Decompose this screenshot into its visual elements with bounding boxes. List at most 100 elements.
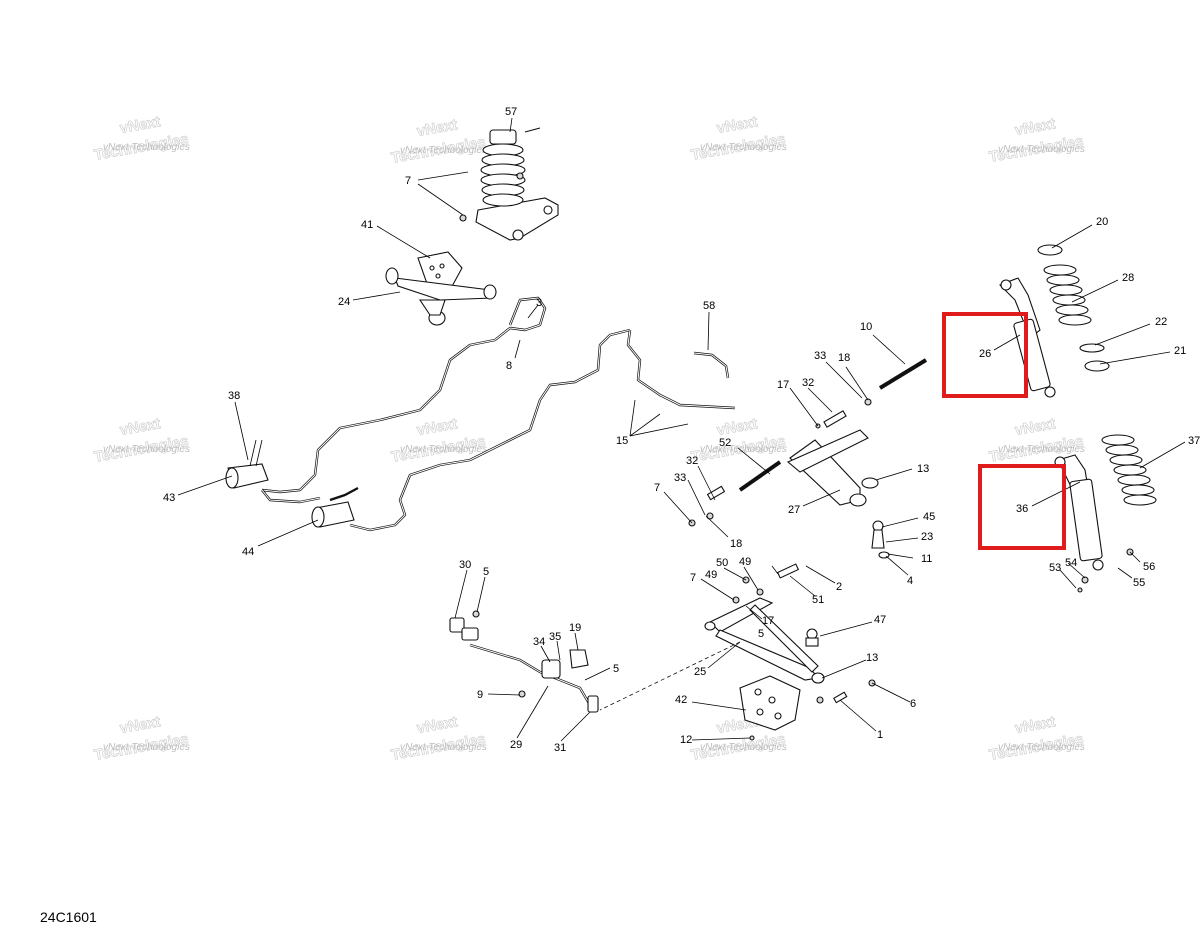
callout-5[interactable]: 5	[483, 566, 489, 578]
watermark-text: vNext Technologies	[400, 145, 487, 156]
callout-42[interactable]: 42	[675, 694, 687, 706]
callout-33[interactable]: 33	[674, 472, 686, 484]
watermark-word: vNext	[415, 713, 458, 737]
callout-47[interactable]: 47	[874, 614, 886, 626]
callout-32[interactable]: 32	[802, 377, 814, 389]
callout-10[interactable]: 10	[860, 321, 872, 333]
callout-1[interactable]: 1	[877, 729, 883, 741]
callout-44[interactable]: 44	[242, 546, 254, 558]
highlight-box-36	[978, 464, 1066, 550]
highlights	[942, 312, 1066, 550]
watermark-word: vNext	[1013, 713, 1056, 737]
callout-56[interactable]: 56	[1143, 561, 1155, 573]
callout-12[interactable]: 12	[680, 734, 692, 746]
highlight-box-26	[942, 312, 1028, 398]
callout-31[interactable]: 31	[554, 742, 566, 754]
calipers	[225, 439, 355, 528]
callout-19[interactable]: 19	[569, 622, 581, 634]
callout-3[interactable]: 3	[536, 297, 542, 309]
callout-49[interactable]: 49	[739, 556, 751, 568]
front-shock-assembly	[999, 244, 1110, 398]
callout-38[interactable]: 38	[228, 390, 240, 402]
rear-shock-assembly-2	[1054, 434, 1157, 593]
callout-45[interactable]: 45	[923, 511, 935, 523]
watermark: Technologies vNext vNext Technologies	[987, 115, 1085, 166]
callout-32[interactable]: 32	[686, 455, 698, 467]
diagram-code: 24C1601	[40, 909, 97, 925]
watermark-text: vNext Technologies	[103, 142, 190, 153]
leader-lines	[177, 117, 1186, 742]
callout-50[interactable]: 50	[716, 557, 728, 569]
watermark: Technologies vNext vNext Technologies	[92, 415, 190, 466]
callout-51[interactable]: 51	[812, 594, 824, 606]
callout-52[interactable]: 52	[719, 437, 731, 449]
callout-34[interactable]: 34	[533, 636, 545, 648]
callout-20[interactable]: 20	[1096, 216, 1108, 228]
callout-24[interactable]: 24	[338, 296, 350, 308]
callout-22[interactable]: 22	[1155, 316, 1167, 328]
callout-7[interactable]: 7	[405, 175, 411, 187]
callout-5[interactable]: 5	[613, 663, 619, 675]
callout-13[interactable]: 13	[866, 652, 878, 664]
callout-57[interactable]: 57	[505, 106, 517, 118]
watermark-text: vNext Technologies	[103, 444, 190, 455]
watermark: Technologies vNext vNext Technologies	[92, 713, 190, 764]
watermark-word: vNext	[118, 713, 161, 737]
callout-2[interactable]: 2	[836, 581, 842, 593]
watermark: Technologies vNext vNext Technologies	[389, 713, 487, 764]
watermark-text: vNext Technologies	[400, 742, 487, 753]
callout-26[interactable]: 26	[979, 348, 991, 360]
upper-a-arm-assembly	[688, 358, 928, 559]
callout-5[interactable]: 5	[758, 628, 764, 640]
watermark-text: vNext Technologies	[103, 742, 190, 753]
watermark-word: vNext	[415, 116, 458, 140]
callout-55[interactable]: 55	[1133, 577, 1145, 589]
watermark: Technologies vNext vNext Technologies	[389, 116, 487, 167]
watermark-word: vNext	[715, 113, 758, 137]
watermark-text: vNext Technologies	[998, 742, 1085, 753]
callout-36[interactable]: 36	[1016, 503, 1028, 515]
callout-35[interactable]: 35	[549, 631, 561, 643]
watermark: Technologies vNext vNext Technologies	[689, 113, 787, 164]
callout-9[interactable]: 9	[477, 689, 483, 701]
callout-23[interactable]: 23	[921, 531, 933, 543]
callout-28[interactable]: 28	[1122, 272, 1134, 284]
callout-7[interactable]: 7	[690, 572, 696, 584]
callout-33[interactable]: 33	[814, 350, 826, 362]
callout-11[interactable]: 11	[921, 553, 932, 565]
callout-4[interactable]: 4	[907, 575, 913, 587]
callout-17[interactable]: 17	[777, 379, 789, 391]
callout-21[interactable]: 21	[1174, 345, 1186, 357]
callout-49[interactable]: 49	[705, 569, 717, 581]
callout-17[interactable]: 17	[762, 615, 774, 627]
watermark: Technologies vNext vNext Technologies	[92, 113, 190, 164]
bracket-assembly	[385, 251, 497, 326]
callout-30[interactable]: 30	[459, 559, 471, 571]
mounting-bracket	[739, 675, 801, 741]
callout-43[interactable]: 43	[163, 492, 175, 504]
watermark-word: vNext	[1013, 115, 1056, 139]
watermarks: Technologies vNext vNext Technologies Te…	[92, 113, 1085, 764]
callout-37[interactable]: 37	[1188, 435, 1200, 447]
callout-29[interactable]: 29	[510, 739, 522, 751]
callout-6[interactable]: 6	[910, 698, 916, 710]
watermark-text: vNext Technologies	[998, 144, 1085, 155]
callout-7[interactable]: 7	[654, 482, 660, 494]
callout-27[interactable]: 27	[788, 504, 800, 516]
callout-25[interactable]: 25	[694, 666, 706, 678]
callout-15[interactable]: 15	[616, 435, 628, 447]
callout-53[interactable]: 53	[1049, 562, 1061, 574]
watermark-word: vNext	[1013, 415, 1056, 439]
callout-41[interactable]: 41	[361, 219, 373, 231]
callout-13[interactable]: 13	[917, 463, 929, 475]
callout-58[interactable]: 58	[703, 300, 715, 312]
watermark: Technologies vNext vNext Technologies	[689, 415, 787, 466]
watermark-word: vNext	[118, 113, 161, 137]
callout-8[interactable]: 8	[506, 360, 512, 372]
callout-18[interactable]: 18	[838, 352, 850, 364]
callout-18[interactable]: 18	[730, 538, 742, 550]
watermark-word: vNext	[715, 415, 758, 439]
brake-lines	[261, 296, 736, 532]
callout-54[interactable]: 54	[1065, 557, 1077, 569]
